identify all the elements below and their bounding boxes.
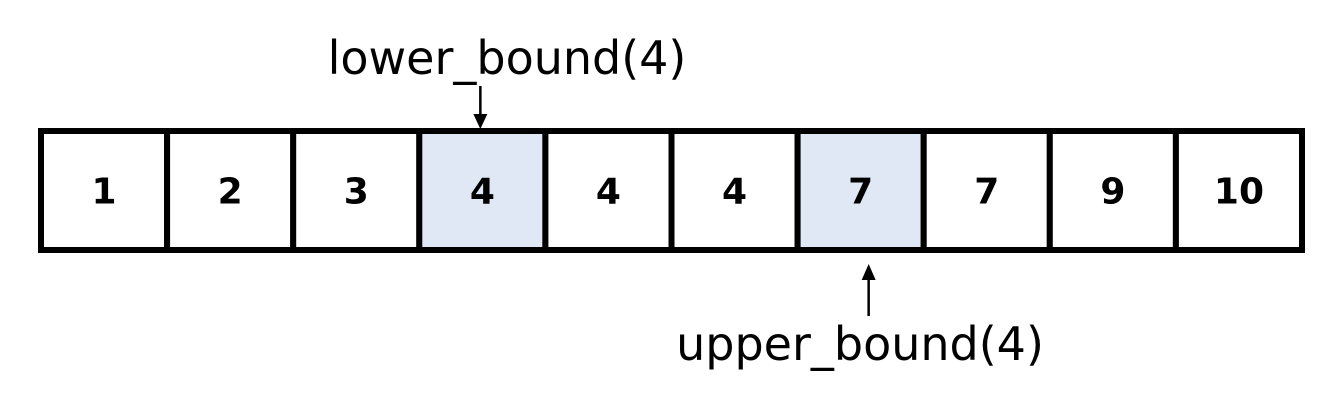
array-cell-value: 3	[344, 172, 369, 213]
upper-bound-label: upper_bound(4)	[676, 317, 1044, 371]
array-cell	[542, 128, 675, 253]
arrow-up-icon	[861, 264, 876, 280]
array-cells: 1 2 3 4 4 4 7 7 9 10	[38, 128, 1306, 253]
lower-bound-pointer: lower_bound(4)	[328, 31, 687, 129]
array-cell	[794, 128, 927, 253]
lower-bound-label: lower_bound(4)	[328, 31, 687, 85]
arrow-down-icon	[473, 114, 488, 129]
array-cell-value: 7	[974, 172, 999, 213]
array-cell-value: 2	[218, 172, 243, 213]
array-cell	[1172, 128, 1306, 253]
array-cell-value: 4	[470, 172, 495, 213]
array-cell	[38, 128, 171, 253]
array-cell	[164, 128, 297, 253]
array-cell-value: 4	[722, 172, 747, 213]
array-cell	[1046, 128, 1179, 253]
array-cell-value: 9	[1100, 172, 1125, 213]
array-cell-value: 1	[92, 172, 117, 213]
array-cell	[290, 128, 423, 253]
upper-bound-pointer: upper_bound(4)	[676, 264, 1044, 371]
array-cell-value: 10	[1214, 172, 1264, 213]
array-cell-value: 7	[848, 172, 873, 213]
array-cell	[920, 128, 1053, 253]
array-cell-value: 4	[596, 172, 621, 213]
